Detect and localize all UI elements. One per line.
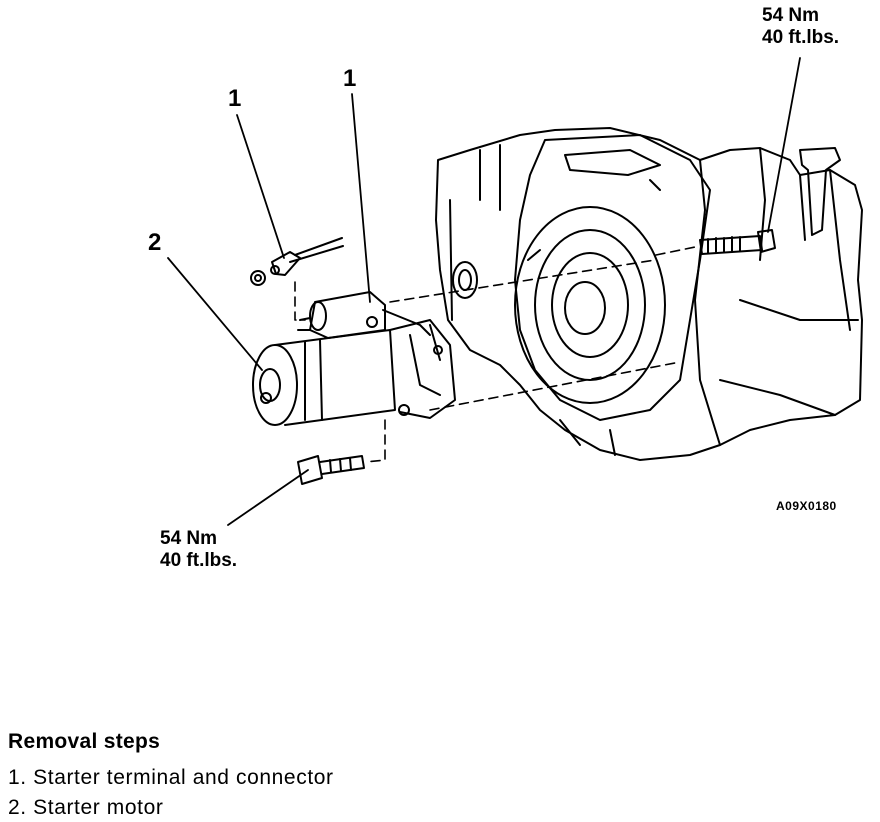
- torque-label-top: 54 Nm 40 ft.lbs.: [762, 5, 839, 49]
- transmission-housing: [435, 127, 863, 461]
- callout-1-right: 1: [343, 65, 357, 92]
- removal-step: 2. Starter motor: [8, 796, 164, 819]
- torque-label-bottom: 54 Nm 40 ft.lbs.: [160, 528, 237, 572]
- upper-mounting-bolt: [699, 229, 776, 255]
- figure-reference-id: A09X0180: [776, 499, 837, 513]
- torque-top-imperial: 40 ft.lbs.: [762, 27, 840, 48]
- callout-2: 2: [148, 229, 162, 256]
- torque-top-metric: 54 Nm: [762, 5, 820, 26]
- callout-leaders: [167, 57, 801, 526]
- callout-1-left: 1: [228, 85, 242, 112]
- assembly-guide-lines: [294, 245, 701, 463]
- removal-step: 1. Starter terminal and connector: [8, 766, 334, 789]
- removal-steps-list: 1. Starter terminal and connector 2. Sta…: [8, 763, 334, 822]
- lower-mounting-bolt: [297, 455, 365, 485]
- starter-terminal: [250, 237, 344, 286]
- starter-motor: [252, 291, 456, 426]
- torque-bottom-imperial: 40 ft.lbs.: [160, 550, 238, 571]
- torque-bottom-metric: 54 Nm: [160, 528, 218, 549]
- removal-steps-title: Removal steps: [8, 730, 161, 753]
